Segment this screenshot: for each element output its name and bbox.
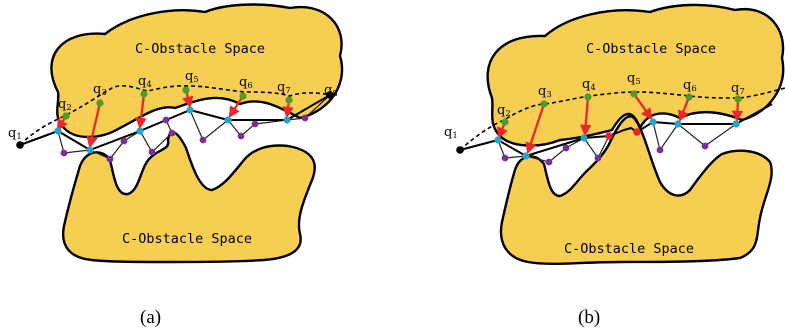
purple-point (199, 136, 207, 144)
obstacle-top-label-b: C-Obstacle Space (586, 41, 716, 57)
red-contact-point (633, 128, 641, 136)
red-contact-point (605, 132, 613, 140)
purple-point (60, 149, 68, 157)
purple-point (148, 148, 156, 156)
cyan-point (186, 106, 194, 114)
green-point (239, 92, 247, 100)
q-label-a-3: q3 (93, 82, 107, 98)
q-label-b-2: q2 (497, 103, 511, 119)
q-label-a-6: q6 (239, 75, 253, 91)
cyan-point (283, 116, 291, 124)
green-point (285, 96, 293, 104)
purple-point (237, 132, 245, 140)
obstacle-bottom-label-b: C-Obstacle Space (564, 241, 694, 257)
green-point (584, 93, 592, 101)
q-label-a-8: q8 (324, 83, 338, 99)
q-label-b-3: q3 (538, 84, 552, 100)
panel-a: C-Obstacle Space C-Obstacle Space (8, 3, 344, 328)
q-label-b-4: q4 (582, 77, 596, 93)
q-label-b-5: q5 (627, 71, 641, 87)
obstacle-bottom-label-a: C-Obstacle Space (122, 231, 252, 247)
q-labels-a: q1 q2 q3 q4 q5 q6 q7 q8 (8, 69, 338, 142)
purple-point (656, 146, 664, 154)
obstacle-top-label-a: C-Obstacle Space (135, 41, 265, 57)
cyan-point (522, 152, 530, 160)
q-label-a-7: q7 (277, 80, 291, 96)
cyan-point (732, 120, 740, 128)
green-point (540, 100, 548, 108)
purple-point (562, 144, 570, 152)
q-label-b-6: q6 (683, 78, 697, 94)
q-label-a-4: q4 (138, 74, 152, 90)
q-label-a-5: q5 (185, 69, 199, 85)
q-label-b-7: q7 (731, 81, 745, 97)
obstacle-top-a (50, 3, 344, 139)
green-point (630, 90, 638, 98)
obstacle-bottom-b (499, 115, 773, 265)
wire-a (19, 94, 331, 160)
cyan-point (224, 116, 232, 124)
q-label-b-1: q1 (444, 125, 458, 141)
cyan-point (54, 127, 62, 135)
q-label-a-2: q2 (58, 97, 72, 113)
panel-b: C-Obstacle Space C-Obstacle Space (444, 3, 785, 328)
purple-point (251, 120, 259, 128)
purple-point (120, 137, 128, 145)
cyan-point (649, 118, 657, 126)
cyan-point (136, 127, 144, 135)
endpoint-end-a (326, 91, 334, 99)
panel-label-b: (b) (578, 307, 600, 328)
purple-point (168, 129, 176, 137)
endpoint-start-b (456, 146, 464, 154)
purple-point (701, 142, 709, 150)
waypoints-a (16, 86, 334, 163)
cyan-point (674, 120, 682, 128)
optimized-path-b (459, 103, 773, 157)
purple-point (162, 116, 170, 124)
obstacle-bottom-a (61, 130, 316, 264)
cyan-point (580, 134, 588, 142)
green-point (501, 118, 509, 126)
green-point (182, 86, 190, 94)
green-point (734, 95, 742, 103)
waypoints-b (456, 90, 742, 166)
green-point (685, 93, 693, 101)
cyan-point (494, 136, 502, 144)
purple-point (106, 155, 114, 163)
q-label-a-1: q1 (8, 126, 22, 142)
endpoint-start-a (16, 141, 24, 149)
purple-point (501, 154, 509, 162)
green-point (140, 90, 148, 98)
purple-point (301, 114, 309, 122)
green-point (96, 99, 104, 107)
purple-point (545, 158, 553, 166)
q-labels-b: q1 q2 q3 q4 q5 q6 q7 (444, 71, 745, 141)
green-point (62, 112, 70, 120)
purple-point (594, 154, 602, 162)
panel-label-a: (a) (140, 307, 161, 328)
cyan-point (86, 146, 94, 154)
